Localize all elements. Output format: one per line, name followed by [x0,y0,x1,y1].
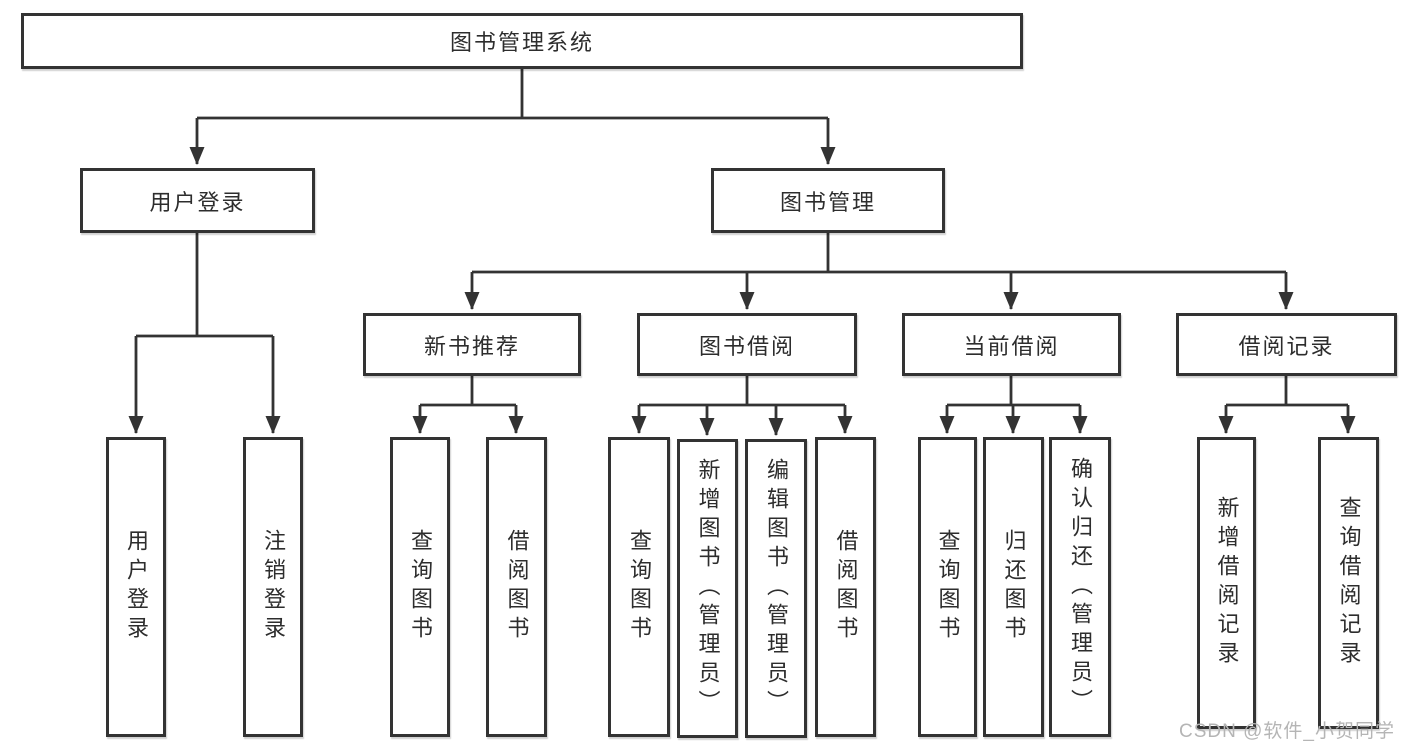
leaf-query-borrow-record-label: 查询借阅记录 [1336,496,1362,670]
leaf-query-books-2-label: 查询图书 [627,529,652,645]
leaf-borrow-books-2-label: 借阅图书 [833,529,859,645]
node-book-management-label: 图书管理 [779,189,876,215]
node-book-borrowing: 图书借阅 [637,313,857,376]
leaf-user-login-label: 用户登录 [124,529,149,645]
leaf-user-login: 用户登录 [106,437,166,737]
leaf-return-books: 归还图书 [983,437,1044,737]
leaf-add-borrow-record-label: 新增借阅记录 [1214,496,1240,670]
node-book-management: 图书管理 [711,168,945,233]
leaf-return-books-label: 归还图书 [1001,529,1027,645]
connector-new-book-trunk [420,376,516,407]
connector-book-borrow-trunk [639,376,845,407]
node-borrowing-records: 借阅记录 [1176,313,1397,376]
connector-user-login-trunk [136,233,273,338]
node-borrowing-records-label: 借阅记录 [1238,333,1335,359]
node-current-borrowing: 当前借阅 [902,313,1121,376]
connector-book-management-trunk [472,233,1286,274]
node-root-label: 图书管理系统 [449,30,594,55]
node-current-borrowing-label: 当前借阅 [963,333,1060,359]
leaf-query-books-1-label: 查询图书 [408,529,433,645]
leaf-logout: 注销登录 [243,437,303,737]
node-new-book-recommendation: 新书推荐 [363,313,581,376]
leaf-add-book-admin: 新增图书（管理员） [677,439,738,738]
leaf-add-borrow-record: 新增借阅记录 [1197,437,1256,729]
leaf-edit-book-admin-label: 编辑图书（管理员） [764,458,789,719]
leaf-query-books-2: 查询图书 [608,437,670,737]
connector-root-trunk [197,69,828,120]
leaf-borrow-books-1: 借阅图书 [486,437,547,737]
node-user-login-label: 用户登录 [149,189,246,215]
node-root: 图书管理系统 [21,13,1023,69]
leaf-add-book-admin-label: 新增图书（管理员） [695,458,721,719]
leaf-edit-book-admin: 编辑图书（管理员） [745,439,807,738]
connector-borrow-records-trunk [1226,376,1348,407]
node-user-login: 用户登录 [80,168,315,233]
leaf-query-borrow-record: 查询借阅记录 [1318,437,1379,729]
leaf-query-books-1: 查询图书 [390,437,450,737]
leaf-borrow-books-2: 借阅图书 [815,437,876,737]
leaf-query-books-3-label: 查询图书 [935,529,961,645]
leaf-confirm-return-admin-label: 确认归还（管理员） [1068,456,1093,718]
leaf-borrow-books-1-label: 借阅图书 [504,529,530,645]
leaf-confirm-return-admin: 确认归还（管理员） [1049,437,1111,737]
connector-current-borrow-trunk [947,376,1080,407]
node-book-borrowing-label: 图书借阅 [698,333,795,359]
node-new-book-recommendation-label: 新书推荐 [423,333,520,359]
leaf-logout-label: 注销登录 [261,529,286,645]
leaf-query-books-3: 查询图书 [918,437,977,737]
